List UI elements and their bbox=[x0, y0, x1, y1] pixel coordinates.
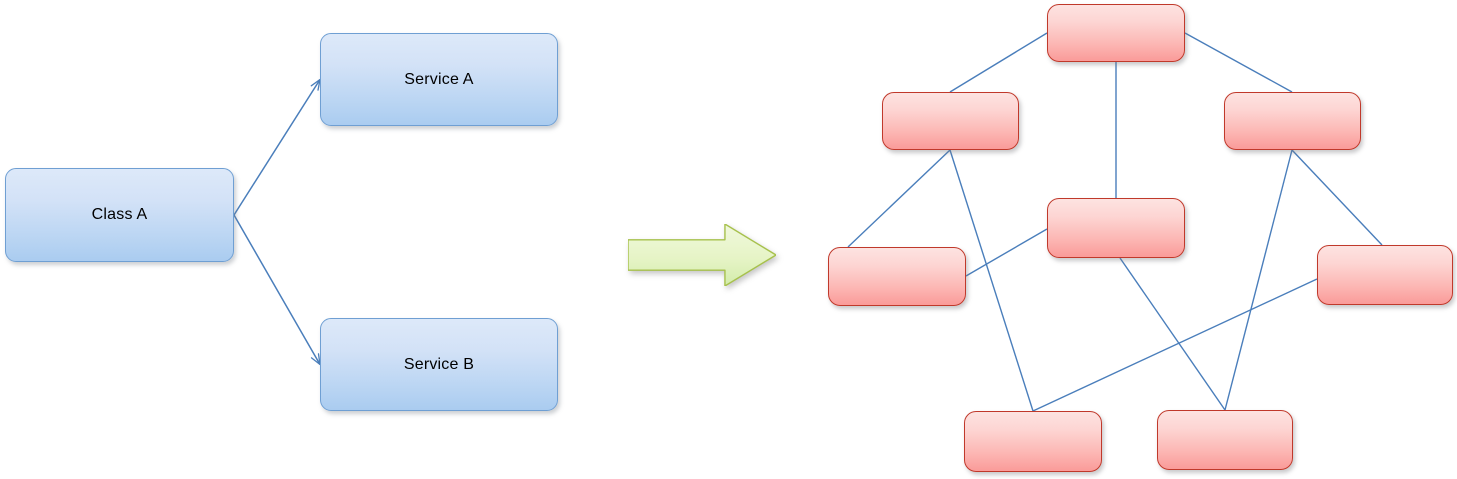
left-panel-edges bbox=[233, 78, 321, 366]
node-n-upper-right[interactable] bbox=[1224, 92, 1361, 150]
node-n-mid-right[interactable] bbox=[1317, 245, 1453, 305]
edge-class-a-to-service-b bbox=[233, 214, 321, 366]
edge-n-upper-right-to-n-mid-right bbox=[1291, 149, 1383, 246]
node-label: Service B bbox=[403, 355, 475, 373]
edge-n-top-to-n-upper-left bbox=[949, 32, 1048, 93]
edge-n-center-to-n-bottom-right bbox=[1119, 257, 1226, 411]
node-service-b[interactable]: Service B bbox=[320, 318, 558, 411]
node-label: Class A bbox=[91, 206, 148, 223]
node-service-a[interactable]: Service A bbox=[320, 33, 558, 126]
node-n-bottom-left[interactable] bbox=[964, 411, 1102, 472]
node-n-center[interactable] bbox=[1047, 198, 1185, 258]
edge-n-upper-right-to-n-bottom-right bbox=[1224, 149, 1293, 411]
edge-class-a-to-service-a bbox=[233, 78, 321, 216]
edge-n-top-to-n-upper-right bbox=[1184, 32, 1293, 93]
edge-n-mid-right-to-n-bottom-left bbox=[1032, 278, 1318, 412]
node-n-top[interactable] bbox=[1047, 4, 1185, 62]
node-n-bottom-right[interactable] bbox=[1157, 410, 1293, 470]
edge-n-mid-left-to-n-center bbox=[965, 228, 1048, 277]
node-n-upper-left[interactable] bbox=[882, 92, 1019, 150]
node-label: Service A bbox=[404, 70, 474, 88]
green-right-arrow-icon bbox=[628, 224, 776, 286]
node-n-mid-left[interactable] bbox=[828, 247, 966, 306]
node-class-a[interactable]: Class A bbox=[5, 168, 234, 262]
edge-n-upper-left-to-n-mid-left bbox=[847, 149, 951, 248]
